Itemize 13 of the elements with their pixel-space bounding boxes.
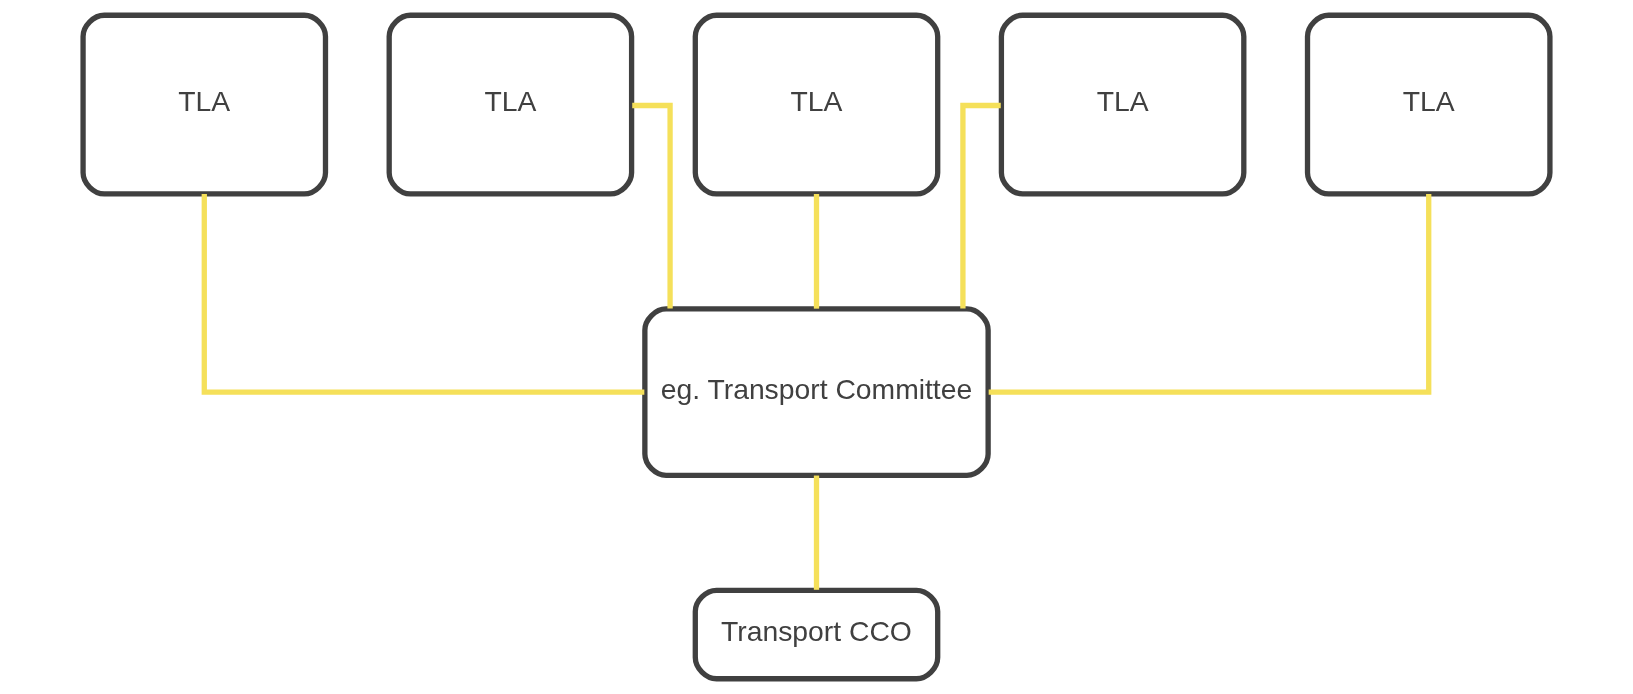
connector [813, 475, 820, 590]
node-box: Transport CCO [692, 587, 941, 682]
connector [632, 102, 673, 309]
node-box: TLA [386, 12, 635, 197]
connector [201, 194, 645, 395]
node-box: eg. Transport Committee [642, 306, 991, 478]
node-box: TLA [80, 12, 329, 197]
node-box: TLA [998, 12, 1247, 197]
connector [813, 194, 820, 309]
connector [960, 102, 1001, 309]
node-box: TLA [692, 12, 941, 197]
node-box: TLA [1304, 12, 1553, 197]
connector [988, 194, 1432, 395]
